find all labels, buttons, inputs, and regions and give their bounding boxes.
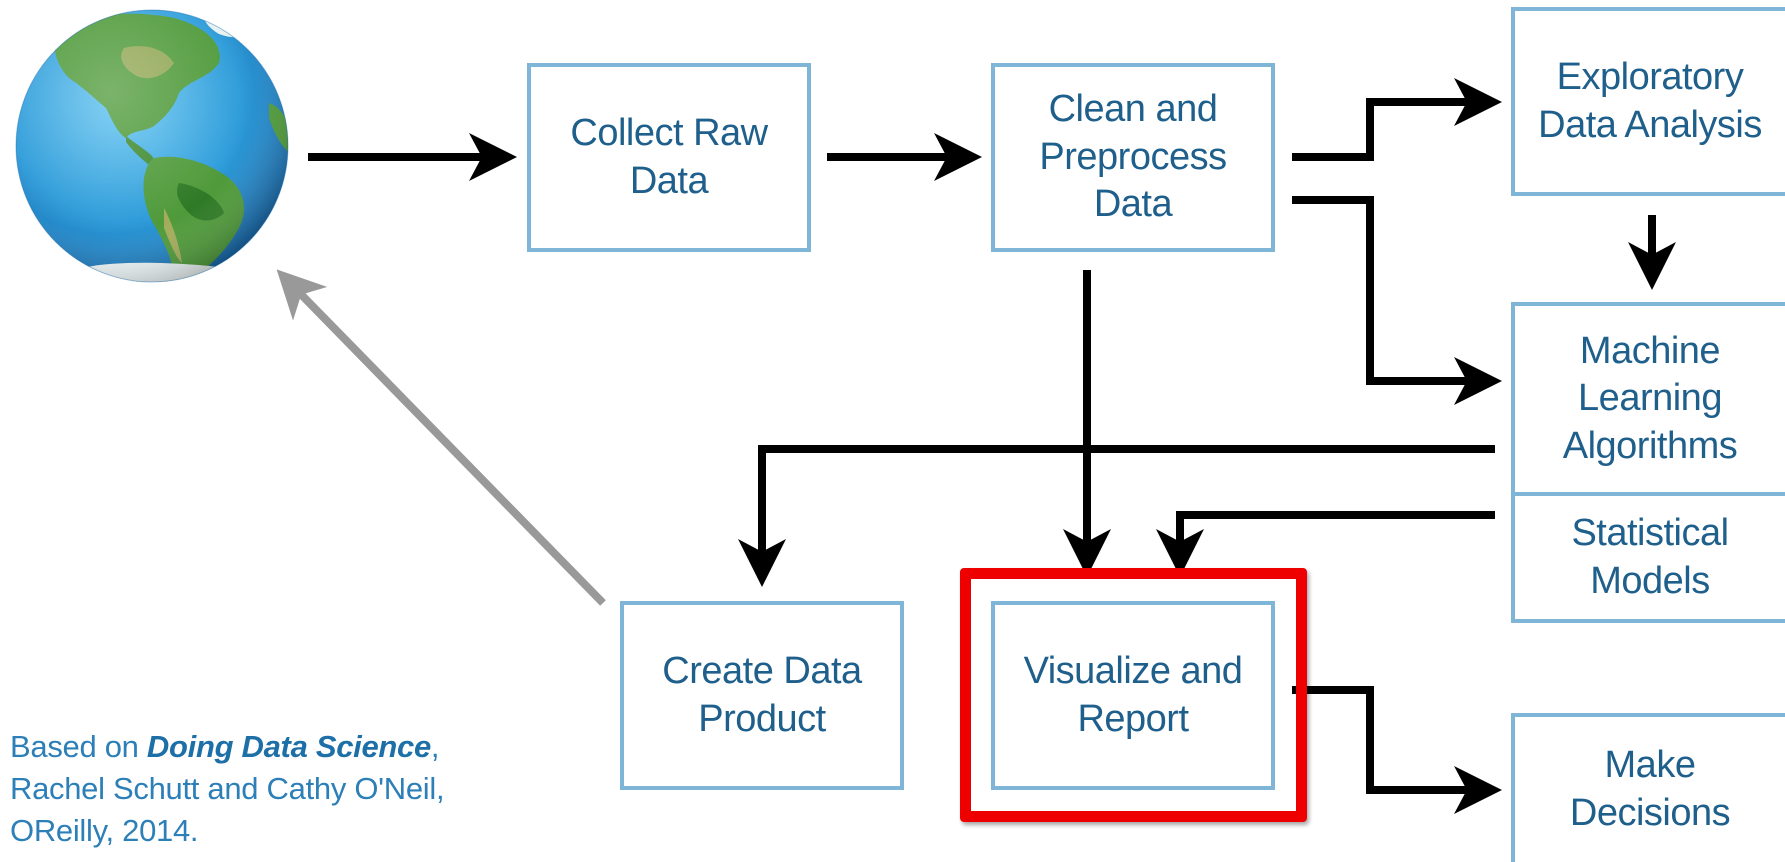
arrow-ml-to-product [738,445,1495,587]
citation-book-title: Doing Data Science [146,729,431,764]
citation-line-3: OReilly, 2014. [10,813,199,848]
node-statistical-models: Statistical Models [1515,496,1785,619]
highlight-box [960,568,1307,822]
arrow-clean-to-eda [1292,78,1502,161]
node-divider [1515,492,1785,496]
node-make-decisions-label: Make Decisions [1569,744,1731,834]
node-machine-learning-algorithms-label: Machine Learning Algorithms [1562,329,1738,467]
citation-line-1: Based on Doing Data Science, [10,726,444,768]
node-clean-preprocess-data: Clean and Preprocess Data [991,63,1275,252]
node-create-data-product: Create Data Product [620,601,904,790]
citation-line-2: Rachel Schutt and Cathy O'Neil, [10,771,445,806]
citation: Based on Doing Data Science, Rachel Schu… [10,726,445,852]
node-exploratory-data-analysis-label: Exploratory Data Analysis [1538,56,1762,146]
node-statistical-models-label: Statistical Models [1571,512,1729,602]
arrow-stats-to-visualize [1156,511,1495,577]
node-visualize-and-report-label: Visualize and Report [1023,650,1243,740]
arrow-visualize-to-decisions [1292,686,1502,814]
citation-suffix: , [430,729,440,764]
node-collect-raw-data: Collect Raw Data [527,63,811,252]
arrow-product-to-globe [276,269,606,606]
earth-globe-icon [15,9,289,283]
citation-prefix: Based on [10,729,147,764]
arrow-clean-to-ml [1292,196,1502,405]
node-clean-preprocess-data-label: Clean and Preprocess Data [1039,88,1227,226]
node-collect-raw-data-label: Collect Raw Data [570,112,768,202]
node-ml-and-statistical-models: Machine Learning Algorithms Statistical … [1511,302,1785,623]
node-visualize-and-report: Visualize and Report [991,601,1275,790]
node-machine-learning-algorithms: Machine Learning Algorithms [1515,306,1785,492]
node-create-data-product-label: Create Data Product [662,650,862,740]
node-make-decisions: Make Decisions [1511,713,1785,862]
node-exploratory-data-analysis: Exploratory Data Analysis [1511,7,1785,196]
